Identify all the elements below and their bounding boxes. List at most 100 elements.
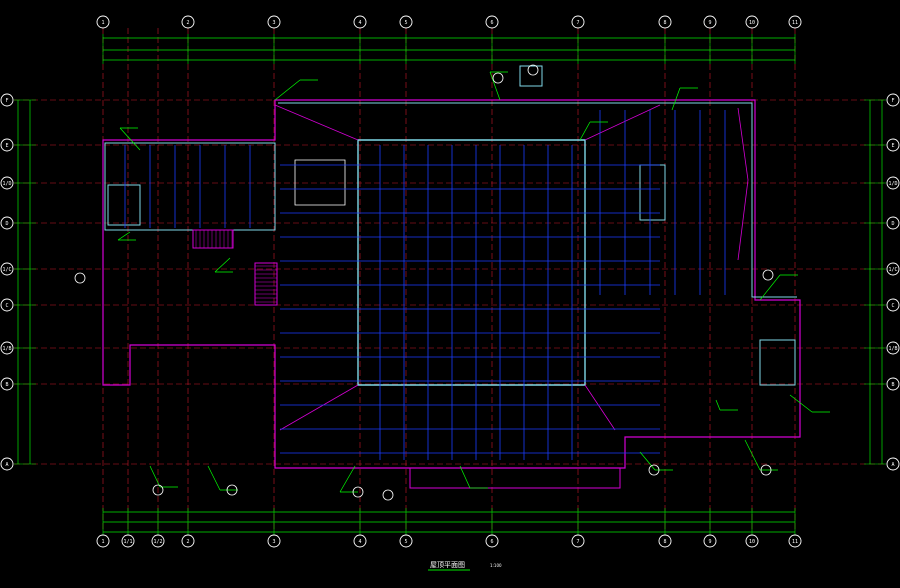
bottom-axis-bubble: 4: [353, 534, 367, 548]
bottom-axis-bubble: 3: [267, 534, 281, 548]
axis-bubble-circle: [886, 216, 900, 230]
roof-access-hatch: [519, 65, 543, 87]
axis-bubble-circle: [0, 138, 14, 152]
axis-bubble-circle: [0, 377, 14, 391]
axis-bubble-circle: [0, 457, 14, 471]
axis-bubble-label: A: [5, 462, 8, 468]
right-axis-bubble: A: [886, 457, 900, 471]
axis-bubble-circle: [886, 138, 900, 152]
axis-bubble-label: 6: [490, 20, 493, 26]
axis-bubble-circle: [886, 457, 900, 471]
axis-bubble-label: 11: [792, 20, 798, 26]
left-axis-bubble: C: [0, 298, 14, 312]
axis-bubble-label: A: [891, 462, 894, 468]
axis-bubble-circle: [399, 15, 413, 29]
axis-bubble-label: B: [5, 382, 8, 388]
leader-line: [119, 127, 141, 151]
axis-bubble-label: 1/B: [888, 346, 897, 352]
bottom-axis-bubble: 1/1: [121, 534, 135, 548]
right-axis-bubble: F: [886, 93, 900, 107]
axis-bubble-label: 3: [272, 539, 275, 545]
axis-bubble-circle: [658, 534, 672, 548]
axis-bubble-label: 1/2: [153, 539, 162, 545]
axis-bubble-circle: [703, 534, 717, 548]
floor-plan-outline: [102, 65, 801, 489]
top-axis-bubble: 1: [96, 15, 110, 29]
drawing-title: 屋顶平面图: [430, 561, 465, 569]
top-axis-bubble: 6: [485, 15, 499, 29]
axis-bubble-label: 4: [358, 539, 361, 545]
axis-bubble-label: 1: [101, 20, 104, 26]
leader-line: [274, 79, 301, 101]
top-axis-bubble: 11: [788, 15, 802, 29]
right-axis-bubble: D: [886, 216, 900, 230]
axis-bubble-circle: [658, 15, 672, 29]
axis-bubble-label: 2: [186, 539, 189, 545]
axis-bubble-label: 5: [404, 539, 407, 545]
leader-line: [789, 394, 813, 413]
detail-marker: [74, 272, 86, 284]
bottom-axis-bubble: 5: [399, 534, 413, 548]
axis-bubble-label: 1/C: [888, 267, 897, 273]
leader-line: [759, 274, 781, 301]
axis-bubble-label: F: [5, 98, 8, 104]
axis-bubble-circle: [571, 15, 585, 29]
axis-bubble-label: 4: [358, 20, 361, 26]
detail-marker: [762, 269, 774, 281]
left-axis-bubble: B: [0, 377, 14, 391]
axis-bubble-circle: [0, 176, 14, 190]
axis-bubble-circle: [0, 93, 14, 107]
axis-bubble-label: D: [891, 221, 894, 227]
detail-marker: [152, 484, 164, 496]
top-axis-bubble: 10: [745, 15, 759, 29]
left-wing-parapet: [104, 142, 276, 231]
left-axis-bubble: E: [0, 138, 14, 152]
right-axis-bubble: B: [886, 377, 900, 391]
axis-bubble-circle: [353, 534, 367, 548]
axis-bubble-label: D: [5, 221, 8, 227]
axis-bubble-label: 11: [792, 539, 798, 545]
axis-bubble-circle: [0, 262, 14, 276]
axis-bubble-circle: [745, 15, 759, 29]
axis-bubble-circle: [886, 262, 900, 276]
axis-bubble-label: 1/D: [888, 181, 897, 187]
axis-bubble-circle: [96, 15, 110, 29]
leader-line: [715, 399, 721, 411]
bottom-axis-bubble: 7: [571, 534, 585, 548]
leader-line: [579, 121, 591, 141]
detail-marker: [352, 486, 364, 498]
axis-bubble-circle: [485, 15, 499, 29]
axis-bubble-circle: [886, 93, 900, 107]
axis-bubble-label: C: [891, 303, 894, 309]
bottom-axis-bubble: 6: [485, 534, 499, 548]
axis-bubble-label: 8: [663, 20, 666, 26]
axis-bubble-circle: [151, 534, 165, 548]
left-stair-box: [107, 184, 141, 226]
top-axis-bubble: 2: [181, 15, 195, 29]
bottom-axis-bubble: 1: [96, 534, 110, 548]
roof-panel-grid: [124, 110, 726, 460]
leader-line: [744, 439, 761, 471]
right-edge-skylight: [737, 107, 749, 261]
right-axis-bubble: C: [886, 298, 900, 312]
bottom-axis-bubble: 9: [703, 534, 717, 548]
axis-bubble-circle: [0, 341, 14, 355]
building-outline: [102, 99, 801, 469]
axis-bubble-label: 8: [663, 539, 666, 545]
annotation-leaders: [74, 64, 830, 501]
roof-ridge-line: [584, 384, 616, 431]
axis-bubble-circle: [745, 534, 759, 548]
axis-bubble-circle: [0, 216, 14, 230]
axis-bubble-circle: [267, 15, 281, 29]
axis-bubble-label: E: [5, 143, 8, 149]
detail-marker: [527, 64, 539, 76]
axis-bubble-circle: [886, 176, 900, 190]
axis-bubble-circle: [181, 15, 195, 29]
axis-bubble-circle: [788, 15, 802, 29]
leader-line: [459, 465, 471, 489]
top-axis-bubble: 5: [399, 15, 413, 29]
axis-bubble-circle: [96, 534, 110, 548]
leader-line: [214, 257, 231, 273]
leader-line: [207, 465, 221, 491]
bottom-axis-bubble: 2: [181, 534, 195, 548]
